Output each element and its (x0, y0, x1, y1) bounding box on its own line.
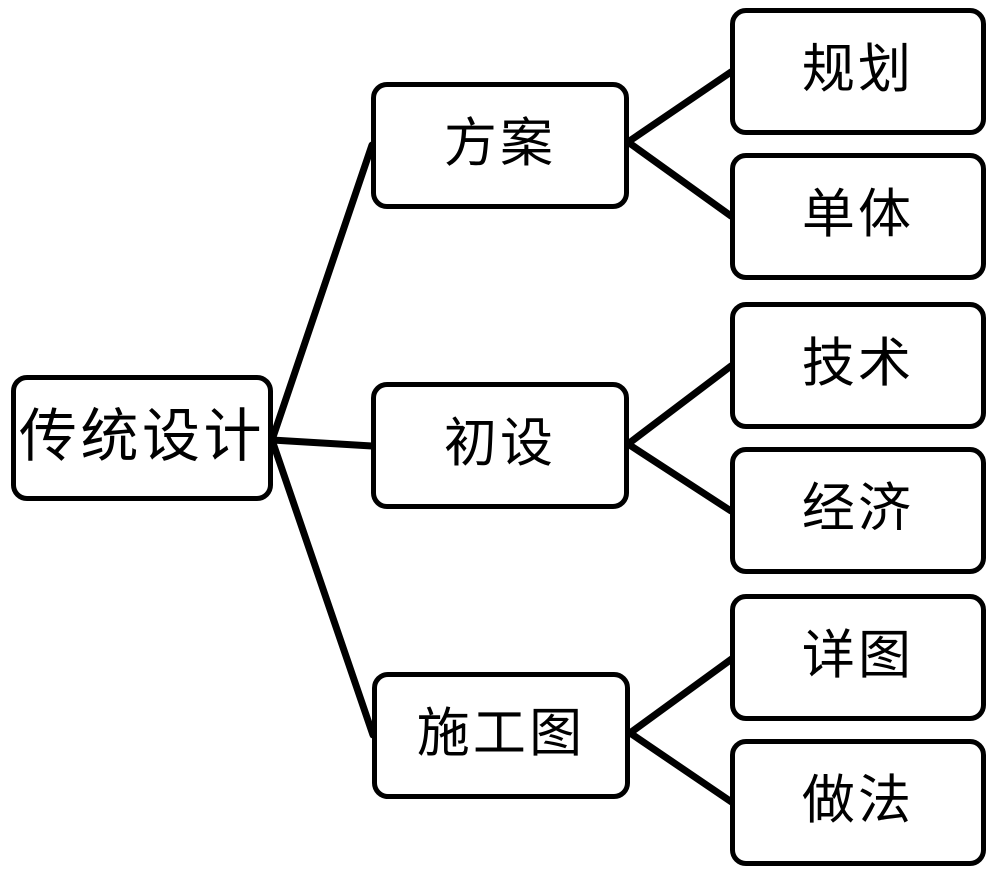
node-leaf-5-label: 详图 (801, 625, 915, 686)
node-branch-2-label: 初设 (443, 413, 557, 474)
node-leaf-1[interactable]: 规划 (730, 8, 986, 135)
edge-root-to-branch-2 (268, 436, 376, 450)
node-leaf-2-label: 单体 (801, 184, 915, 245)
edge-branch-1-to-leaf-2 (624, 138, 735, 220)
node-root[interactable]: 传统设计 (11, 375, 273, 501)
edge-root-to-branch-3 (268, 436, 377, 739)
node-leaf-1-label: 规划 (801, 39, 915, 100)
node-branch-3-label: 施工图 (416, 703, 586, 764)
node-leaf-3[interactable]: 技术 (730, 302, 986, 429)
node-branch-1-label: 方案 (443, 113, 557, 174)
edge-branch-3-to-leaf-6 (626, 729, 737, 807)
node-leaf-3-label: 技术 (801, 333, 915, 394)
node-leaf-2[interactable]: 单体 (730, 153, 986, 280)
node-branch-1[interactable]: 方案 (371, 82, 629, 209)
node-leaf-5[interactable]: 详图 (730, 594, 986, 721)
node-leaf-4-label: 经济 (801, 478, 915, 539)
edge-branch-2-to-leaf-3 (624, 362, 735, 448)
edge-root-to-branch-1 (268, 141, 376, 444)
node-branch-2[interactable]: 初设 (371, 382, 629, 509)
node-leaf-4[interactable]: 经济 (730, 447, 986, 574)
edge-branch-2-to-leaf-4 (624, 440, 735, 515)
node-root-label: 传统设计 (19, 402, 265, 470)
edge-branch-3-to-leaf-5 (626, 654, 737, 737)
edge-branch-1-to-leaf-1 (624, 68, 735, 146)
node-leaf-6[interactable]: 做法 (730, 739, 986, 866)
node-leaf-6-label: 做法 (801, 770, 915, 831)
node-branch-3[interactable]: 施工图 (372, 672, 630, 799)
